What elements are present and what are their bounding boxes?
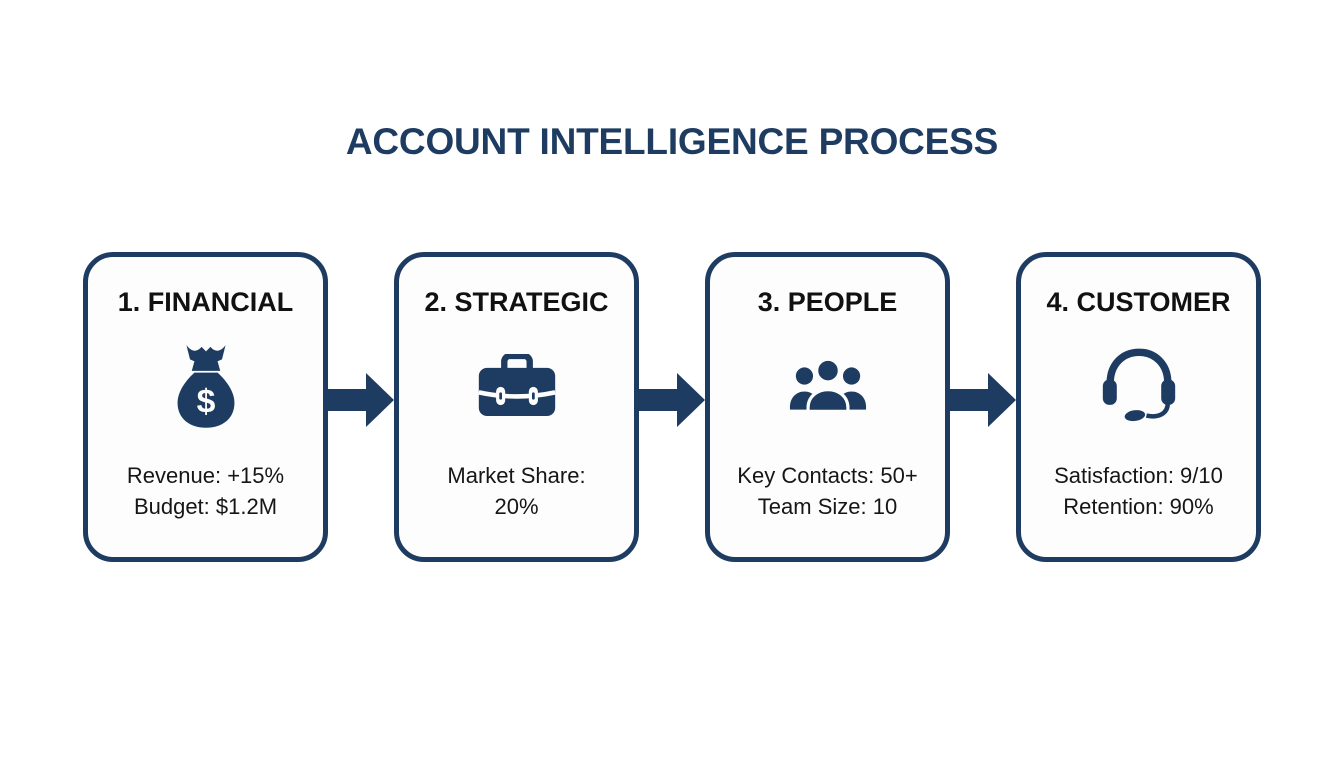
card-heading: 1. FINANCIAL [117, 287, 294, 317]
headset-icon [1102, 346, 1176, 431]
svg-text:$: $ [196, 382, 215, 420]
card-stat-line: Market Share: [447, 463, 586, 488]
money-bag-icon: $ [174, 342, 238, 435]
briefcase-icon [477, 352, 557, 423]
process-card: 3. PEOPLE Key Contacts: 50+ Team Size: 10 [705, 252, 950, 562]
card-stats: Market Share: 20% [447, 460, 585, 522]
card-stat-line: 20% [494, 494, 539, 519]
arrow-right-icon [950, 372, 1016, 428]
card-stat-line: Revenue: +15% [126, 463, 285, 488]
card-stat-line: Satisfaction: 9/10 [1054, 463, 1223, 488]
card-stat-line: Budget: $1.2M [133, 494, 278, 519]
card-heading: 3. PEOPLE [757, 287, 898, 317]
process-card: 2. STRATEGIC Market Share: 20% [394, 252, 639, 562]
page-title: ACCOUNT INTELLIGENCE PROCESS [345, 121, 999, 162]
card-stat-line: Team Size: 10 [757, 494, 898, 519]
card-icon-box [1102, 332, 1176, 444]
process-flow: 1. FINANCIAL $ Revenue: +15% Budget: $1.2… [0, 252, 1344, 562]
card-heading: 4. CUSTOMER [1046, 287, 1231, 317]
card-icon-box: $ [174, 332, 238, 444]
card-stat-line: Key Contacts: 50+ [737, 463, 918, 488]
card-heading: 2. STRATEGIC [424, 287, 609, 317]
arrow-right-icon [328, 372, 394, 428]
card-stats: Key Contacts: 50+ Team Size: 10 [737, 460, 917, 522]
card-stats: Revenue: +15% Budget: $1.2M [127, 460, 284, 522]
card-stat-line: Retention: 90% [1063, 494, 1214, 519]
card-icon-box [787, 332, 869, 444]
people-icon [787, 357, 869, 420]
arrow-right-icon [639, 372, 705, 428]
process-card: 1. FINANCIAL $ Revenue: +15% Budget: $1.2… [83, 252, 328, 562]
card-icon-box [477, 332, 557, 444]
